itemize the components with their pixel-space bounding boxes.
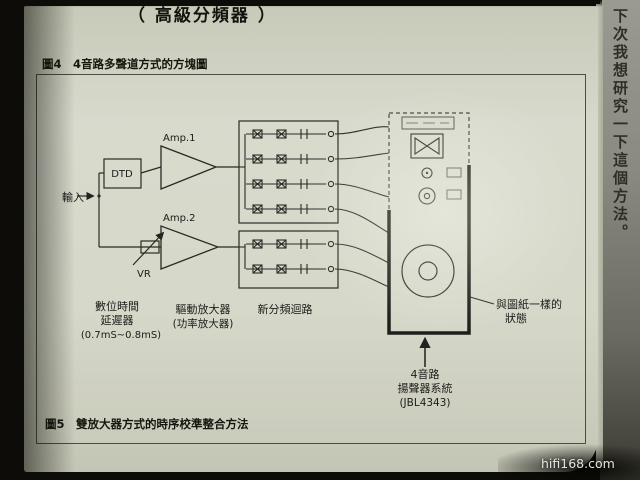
input-arrow bbox=[77, 172, 161, 248]
driver-amp-label-line1: 驅動放大器 bbox=[176, 302, 231, 316]
horn-tweeter-icon bbox=[410, 133, 444, 159]
baffle-note-line1: 與圖紙一樣的 bbox=[496, 297, 562, 311]
midrange-icon bbox=[418, 187, 462, 205]
page-heading: （ 高級分頻器 ） bbox=[128, 6, 277, 26]
baffle-note: 與圖紙一樣的 狀態 bbox=[469, 296, 562, 325]
delay-label-line1: 數位時間 bbox=[95, 299, 139, 313]
input-label: 輸入 bbox=[62, 190, 84, 204]
driver-amp-label-line2: (功率放大器) bbox=[173, 317, 234, 330]
tweeter-icon bbox=[421, 167, 462, 179]
book-margin-strip bbox=[600, 0, 640, 480]
page-edge bbox=[596, 4, 603, 466]
woofer-icon bbox=[401, 244, 455, 298]
baffle-note-line2: 狀態 bbox=[505, 311, 527, 325]
cabinet-solid-wall bbox=[387, 165, 471, 335]
amp1-label: Amp.1 bbox=[163, 133, 195, 144]
site-watermark: hifi168.com bbox=[541, 456, 615, 471]
speaker-label-line1: 4音路 bbox=[411, 367, 440, 381]
book-page: （ 高級分頻器 ） 圖4 4音路多聲道方式的方塊圖 bbox=[24, 6, 598, 472]
amp2-label: Amp.2 bbox=[163, 213, 195, 224]
dtd-box: DTD bbox=[103, 158, 162, 189]
amp2-triangle: Amp.2 bbox=[160, 213, 239, 270]
speaker-label-line2: 揚聲器系統 bbox=[398, 381, 453, 395]
handwritten-note: 下次我想研究一下這個方法。 bbox=[611, 8, 629, 242]
crossover-box-1 bbox=[238, 120, 339, 224]
figure5-caption: 圖5 雙放大器方式的時序校準整合方法 bbox=[45, 417, 249, 431]
amp1-triangle: Amp.1 bbox=[160, 133, 239, 190]
figure4-caption: 圖4 4音路多聲道方式的方塊圖 bbox=[42, 57, 208, 71]
speaker-label-line3: (JBL4343) bbox=[399, 397, 450, 409]
crossover-label: 新分頻迴路 bbox=[258, 302, 313, 316]
dtd-label: DTD bbox=[111, 169, 133, 180]
crossover-box-2 bbox=[238, 230, 339, 289]
vr-label: VR bbox=[137, 269, 151, 280]
speaker-wires bbox=[334, 126, 390, 288]
speaker-cabinet bbox=[387, 112, 471, 335]
figure-frame: 輸入 DTD Amp.1 VR bbox=[36, 74, 586, 444]
vr-symbol bbox=[132, 231, 165, 266]
delay-label-line2: 延遲器 bbox=[101, 314, 134, 327]
cabinet-label-plate bbox=[401, 116, 455, 130]
block-diagram: 輸入 DTD Amp.1 VR bbox=[62, 112, 562, 409]
delay-label-line3: (0.7mS~0.8mS) bbox=[81, 330, 161, 341]
